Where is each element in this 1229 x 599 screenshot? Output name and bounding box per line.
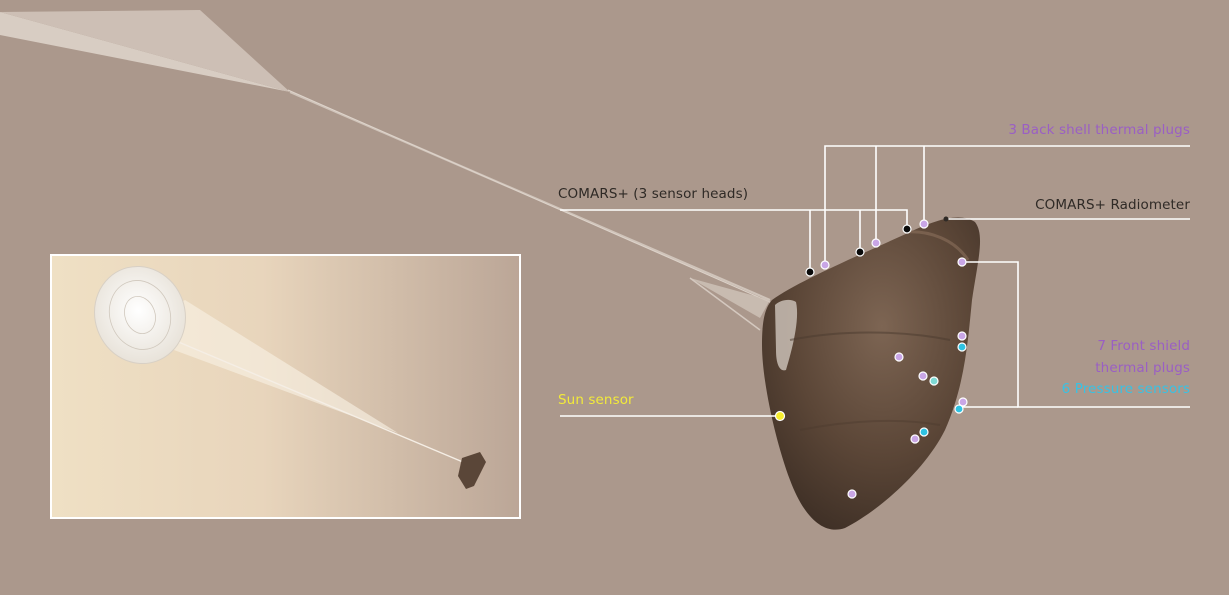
marker-yellow [776, 412, 785, 421]
marker-purple [958, 258, 966, 266]
marker-purple [920, 220, 928, 228]
label-pressure-sensors: 6 Pressure sensors [1000, 379, 1190, 399]
inset-picture [51, 254, 520, 518]
marker-purple [958, 332, 966, 340]
marker-purple [848, 490, 856, 498]
marker-black [903, 225, 911, 233]
marker-black [856, 248, 864, 256]
marker-cyan [955, 405, 963, 413]
marker-cyan [958, 343, 966, 351]
marker-purple [895, 353, 903, 361]
marker-cyan [930, 377, 938, 385]
label-comars-sensor-heads: COMARS+ (3 sensor heads) [558, 184, 748, 204]
label-front-shield-line2: thermal plugs [1030, 358, 1190, 378]
label-back-shell-plugs: 3 Back shell thermal plugs [930, 120, 1190, 140]
marker-purple [872, 239, 880, 247]
label-front-shield-line1: 7 Front shield [1030, 336, 1190, 356]
marker-purple [911, 435, 919, 443]
label-comars-radiometer: COMARS+ Radiometer [960, 195, 1190, 215]
label-sun-sensor: Sun sensor [558, 390, 634, 410]
marker-radiometer [944, 217, 949, 222]
marker-purple [821, 261, 829, 269]
marker-black [806, 268, 814, 276]
marker-purple [919, 372, 927, 380]
marker-cyan [920, 428, 928, 436]
